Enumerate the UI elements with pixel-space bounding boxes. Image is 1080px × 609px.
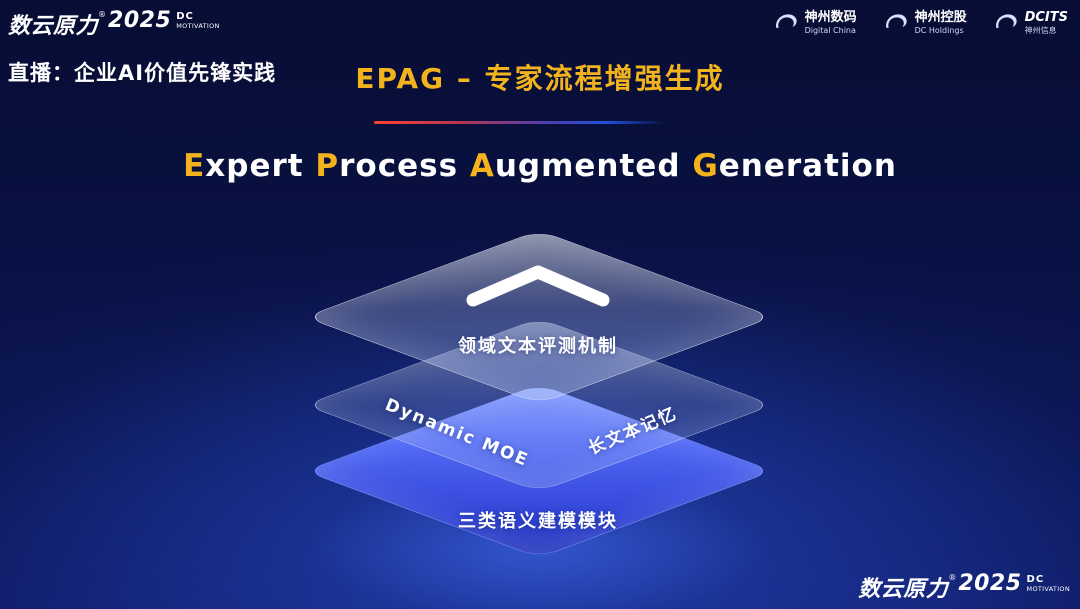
brand-name: 数云原力	[8, 14, 99, 39]
divider-line	[374, 121, 666, 124]
partner-logo-digital-china: 神州数码 Digital China	[773, 10, 857, 36]
title-letter-highlight: G	[692, 148, 719, 184]
swoosh-icon	[775, 14, 797, 28]
brand-sub-line1: DC	[1026, 574, 1045, 585]
swoosh-icon	[995, 14, 1017, 28]
registered-mark: ®	[948, 573, 957, 582]
registered-mark: ®	[98, 10, 107, 19]
brand-sub-line2: MOTIVATION	[1026, 584, 1070, 593]
brand-subtitle: DC MOTIVATION	[1026, 574, 1070, 593]
brand-name: 数云原力	[858, 577, 949, 602]
partner-logo-line2: DC Holdings	[914, 26, 964, 35]
partner-logos: 神州数码 Digital China 神州控股 DC Holdings DCIT…	[773, 10, 1068, 36]
partner-logo-line2: Digital China	[804, 26, 856, 35]
swoosh-icon	[885, 14, 907, 28]
brand-year: 2025	[958, 571, 1022, 596]
brand-year: 2025	[108, 8, 172, 33]
title-text: eneration	[718, 148, 897, 184]
layer-top-label: 领域文本评测机制	[458, 336, 618, 357]
live-stream-label: 直播：企业AI价值先锋实践	[8, 61, 277, 85]
title-text: rocess	[339, 148, 470, 184]
title-letter-highlight: E	[183, 148, 206, 184]
partner-logo-line1: DCITS	[1024, 10, 1068, 26]
partner-logo-line1: 神州数码	[804, 10, 857, 26]
brand-logo: 数云原力 ® 2025 DC MOTIVATION	[8, 8, 220, 40]
brand-subtitle: DC MOTIVATION	[176, 11, 220, 30]
partner-logo-dcits: DCITS 神州信息	[993, 10, 1068, 36]
partner-logo-dc-holdings: 神州控股 DC Holdings	[883, 10, 967, 36]
title-letter-highlight: A	[469, 148, 495, 184]
slide-title: EPAG – 专家流程增强生成	[355, 62, 725, 95]
footer-brand-logo: 数云原力 ® 2025 DC MOTIVATION	[858, 571, 1070, 603]
title-text: xpert	[205, 148, 316, 184]
chevron-up-icon	[466, 265, 610, 307]
partner-logo-line1: 神州控股	[914, 10, 967, 26]
layer-bottom-label: 三类语义建模模块	[458, 511, 618, 532]
title-letter-highlight: P	[315, 148, 340, 184]
brand-sub-line2: MOTIVATION	[176, 21, 220, 30]
partner-logo-line2: 神州信息	[1024, 26, 1057, 35]
brand-sub-line1: DC	[176, 11, 194, 22]
main-title: Expert Process Augmented Generation	[0, 148, 1080, 184]
title-text: ugmented	[494, 148, 693, 184]
